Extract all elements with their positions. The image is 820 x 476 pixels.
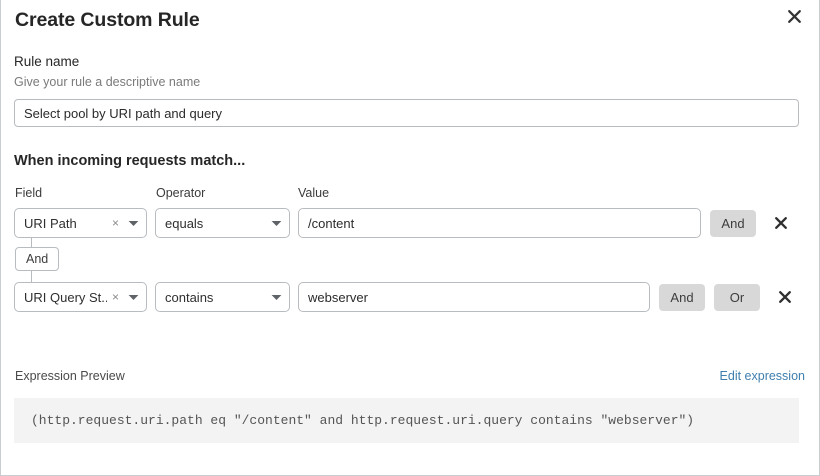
value-input-row2[interactable] [298, 282, 650, 312]
condition-row: URI Query St... × contains And Or [14, 282, 806, 312]
or-button-row2[interactable]: Or [714, 283, 760, 311]
value-input-row1[interactable] [298, 208, 701, 238]
column-header-field: Field [15, 186, 43, 200]
field-select-row1[interactable]: URI Path × [14, 208, 147, 238]
and-button-row1[interactable]: And [710, 209, 756, 237]
field-select-row2[interactable]: URI Query St... × [14, 282, 147, 312]
column-header-value: Value [298, 186, 330, 200]
close-icon [787, 9, 802, 24]
expression-preview-header: Expression Preview Edit expression [14, 369, 806, 387]
field-select-value-row2: URI Query St... [24, 289, 107, 305]
chevron-down-icon-row2-field[interactable] [124, 294, 146, 301]
condition-connector: And [15, 238, 151, 282]
edit-expression-link[interactable]: Edit expression [719, 369, 805, 383]
rule-name-block: Rule name Give your rule a descriptive n… [14, 53, 806, 127]
dialog-header: Create Custom Rule [14, 0, 806, 46]
expression-preview-code: (http.request.uri.path eq "/content" and… [14, 398, 799, 443]
operator-select-value-row2: contains [165, 289, 214, 305]
remove-condition-button-row1[interactable] [770, 212, 792, 234]
close-icon [778, 290, 792, 304]
operator-select-value-row1: equals [165, 215, 204, 231]
clear-field-icon-row2[interactable]: × [111, 290, 119, 304]
condition-column-headers: Field Operator Value [14, 186, 806, 204]
chevron-down-icon-row2-operator[interactable] [267, 294, 289, 301]
operator-select-row1[interactable]: equals [155, 208, 290, 238]
column-header-operator: Operator [156, 186, 206, 200]
close-icon [774, 216, 788, 230]
expression-preview-label: Expression Preview [15, 369, 125, 383]
close-dialog-button[interactable] [783, 5, 805, 27]
rule-name-input[interactable] [14, 99, 799, 127]
conditions-section-title: When incoming requests match... [14, 153, 246, 169]
rule-name-label: Rule name [14, 54, 80, 69]
remove-condition-button-row2[interactable] [774, 286, 796, 308]
page-title: Create Custom Rule [15, 9, 200, 31]
condition-row: URI Path × equals And [14, 208, 806, 282]
clear-field-icon-row1[interactable]: × [111, 216, 119, 230]
chevron-down-icon-row1-operator[interactable] [267, 220, 289, 227]
operator-select-row2[interactable]: contains [155, 282, 290, 312]
condition-rows: URI Path × equals And [14, 208, 806, 312]
expression-preview-section: Expression Preview Edit expression (http… [14, 369, 806, 443]
connector-line-top [31, 238, 32, 247]
connector-and-chip[interactable]: And [15, 247, 60, 271]
connector-line-bottom [31, 271, 32, 282]
chevron-down-icon-row1-field[interactable] [124, 220, 146, 227]
rule-name-help-text: Give your rule a descriptive name [14, 75, 201, 89]
and-button-row2[interactable]: And [659, 283, 705, 311]
field-select-value-row1: URI Path [24, 215, 77, 231]
